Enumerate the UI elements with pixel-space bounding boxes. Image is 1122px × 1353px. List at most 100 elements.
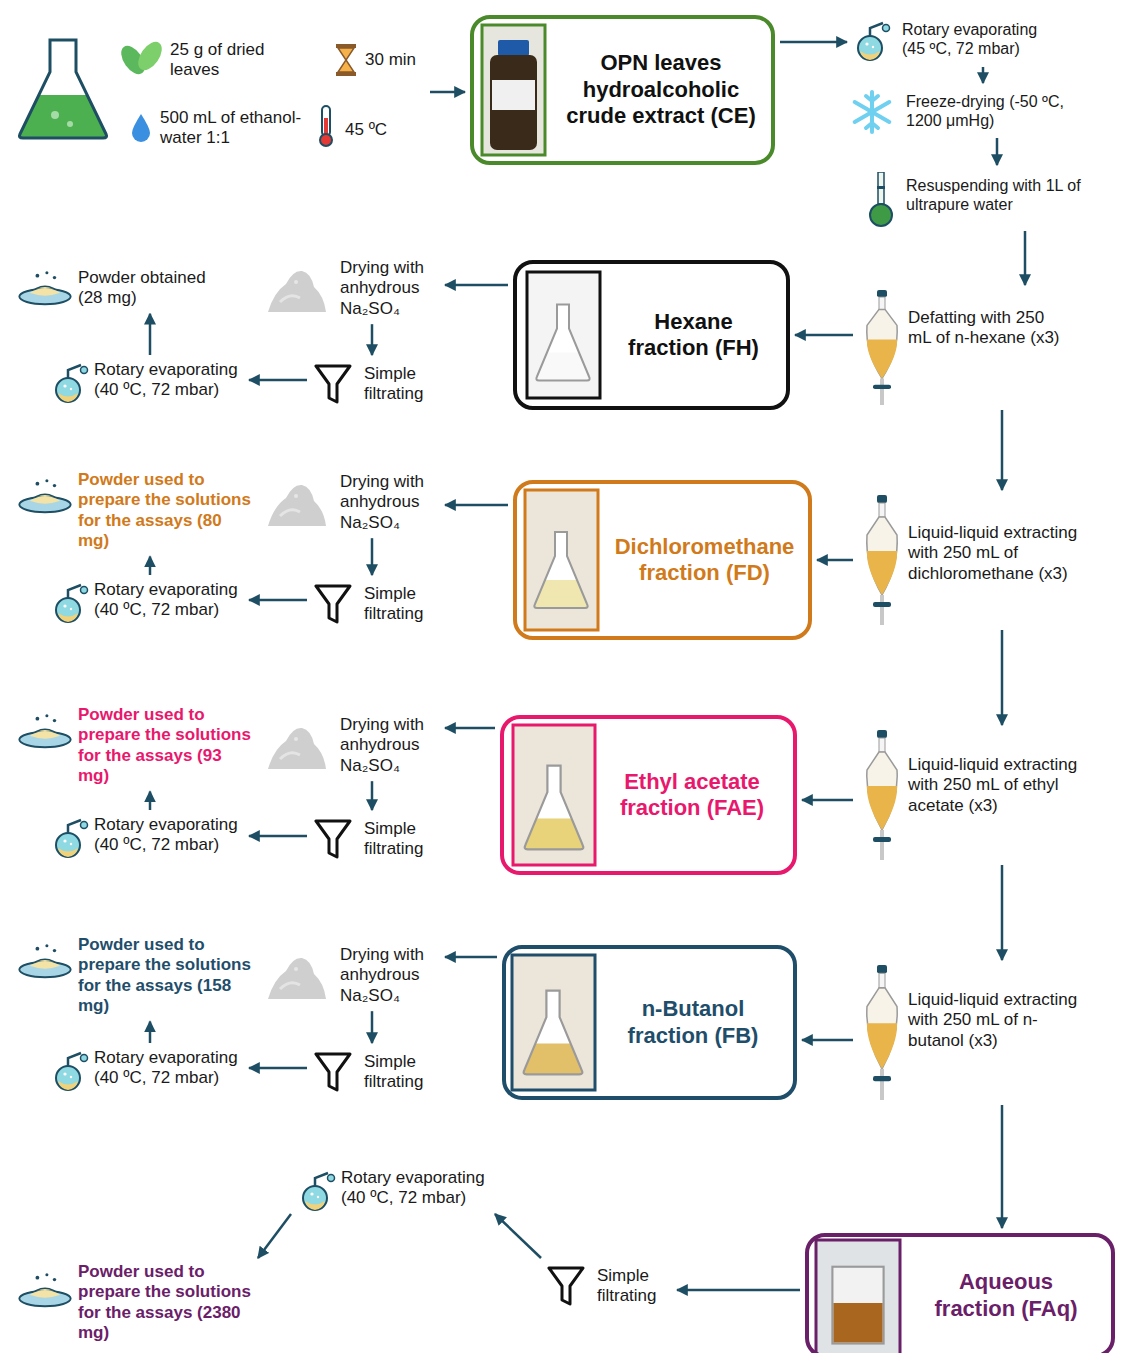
- fraction-box: Aqueous fraction (FAq): [805, 1233, 1115, 1353]
- process-step: Liquid-liquid extracting with 250 mL of …: [858, 495, 1083, 625]
- fraction-title: Hexane fraction (FH): [624, 309, 764, 362]
- flask-photo: [524, 991, 583, 1075]
- step-label: Powder used to prepare the solutions for…: [78, 935, 254, 1017]
- filter-funnel-icon: [549, 1268, 583, 1304]
- powder-dish-icon: [19, 1273, 70, 1306]
- process-step: Freeze-drying (-50 ºC, 1200 μmHg): [848, 88, 1071, 133]
- fraction-title: OPN leaves hydroalcoholic crude extract …: [561, 50, 761, 129]
- bubble: [67, 121, 73, 127]
- flow-arrow: [1024, 231, 1027, 285]
- separatory-funnel-icon: [867, 290, 897, 405]
- rotary-evaporator-icon: [56, 585, 88, 622]
- process-step: Simple filtrating: [312, 360, 439, 405]
- process-step: Rotary evaporating (45 ºC, 72 mbar): [852, 18, 1052, 62]
- fraction-box: Dichloromethane fraction (FD): [513, 480, 812, 640]
- step-label: Rotary evaporating (40 ºC, 72 mbar): [94, 580, 244, 621]
- step-label: Rotary evaporating (40 ºC, 72 mbar): [94, 360, 244, 401]
- process-step: Rotary evaporating (40 ºC, 72 mbar): [48, 1048, 244, 1090]
- step-label: Simple filtrating: [364, 584, 439, 625]
- flow-arrow: [802, 799, 853, 802]
- filter-funnel-icon: [316, 366, 350, 402]
- step-label: 500 mL of ethanol-water 1:1: [160, 108, 302, 149]
- separatory-funnel-icon: [867, 730, 897, 860]
- fraction-box: Ethyl acetate fraction (FAE): [500, 715, 797, 875]
- flow-arrow: [371, 781, 374, 810]
- powder-pile-icon: [268, 485, 326, 526]
- process-step: Powder used to prepare the solutions for…: [16, 705, 254, 787]
- bottle-cap: [498, 40, 529, 56]
- flask-liquid: [19, 95, 106, 138]
- process-step: Powder obtained (28 mg): [16, 268, 228, 309]
- flow-arrow: [495, 1214, 541, 1258]
- thermometer-bulb: [320, 134, 332, 146]
- flow-arrow: [445, 727, 495, 730]
- process-step: Drying with anhydrous Na₂SO₄: [262, 472, 440, 533]
- input-group: 25 g of dried leaves 30 min 500 mL of etha…: [10, 20, 425, 150]
- step-label: Drying with anhydrous Na₂SO₄: [340, 472, 440, 533]
- process-step: Rotary evaporating (40 ºC, 72 mbar): [48, 580, 244, 622]
- flow-arrow: [258, 1214, 291, 1258]
- flow-arrow: [371, 538, 374, 575]
- flow-arrow: [817, 559, 853, 562]
- powder-pile-icon: [268, 958, 326, 999]
- fraction-title: Ethyl acetate fraction (FAE): [615, 769, 770, 822]
- flow-arrow: [430, 91, 465, 94]
- process-step: Powder used to prepare the solutions for…: [16, 1262, 254, 1344]
- beaker-photo: [832, 1267, 883, 1344]
- flask-photo: [534, 532, 587, 608]
- process-step: Drying with anhydrous Na₂SO₄: [262, 258, 440, 319]
- step-label: Simple filtrating: [364, 364, 439, 405]
- process-step: Simple filtrating: [545, 1262, 672, 1307]
- powder-dish-icon: [19, 714, 70, 747]
- flow-arrow: [982, 67, 985, 83]
- filter-funnel-icon: [316, 1054, 350, 1090]
- flow-arrow: [149, 557, 152, 575]
- flow-arrow: [249, 1067, 307, 1070]
- drop-icon: [132, 114, 150, 142]
- process-step: Drying with anhydrous Na₂SO₄: [262, 945, 440, 1006]
- flow-arrow: [1001, 1105, 1004, 1228]
- flask-photo: [525, 766, 584, 850]
- process-step: Drying with anhydrous Na₂SO₄: [262, 715, 440, 776]
- flow-arrow: [445, 504, 508, 507]
- rotary-evaporator-icon: [56, 820, 88, 857]
- process-step: Resuspending with 1L of ultrapure water: [858, 170, 1091, 226]
- photo-frame: [512, 955, 595, 1090]
- flow-arrow: [1001, 630, 1004, 725]
- step-label: Simple filtrating: [597, 1266, 672, 1307]
- flow-arrow: [1001, 410, 1004, 490]
- flask-body: [19, 40, 106, 138]
- step-label: 25 g of dried leaves: [170, 40, 290, 81]
- flow-arrow: [371, 1011, 374, 1043]
- photo-frame: [482, 25, 545, 155]
- leaf-icon: [133, 38, 166, 75]
- process-step: Defatting with 250 mL of n-hexane (x3): [858, 290, 1066, 405]
- filter-funnel-icon: [316, 586, 350, 622]
- process-step: Rotary evaporating (40 ºC, 72 mbar): [48, 815, 244, 857]
- process-step: Powder used to prepare the solutions for…: [16, 470, 254, 552]
- flow-arrow: [249, 599, 307, 602]
- powder-dish-icon: [19, 479, 70, 512]
- step-label: Powder used to prepare the solutions for…: [78, 1262, 254, 1344]
- process-step: Powder used to prepare the solutions for…: [16, 935, 254, 1017]
- separatory-funnel-icon: [867, 965, 897, 1100]
- snowflake-icon: [855, 92, 890, 132]
- volumetric-flask-icon: [870, 172, 892, 226]
- flow-arrow: [802, 1039, 853, 1042]
- step-label: Drying with anhydrous Na₂SO₄: [340, 715, 440, 776]
- step-label: Rotary evaporating (40 ºC, 72 mbar): [94, 815, 244, 856]
- filter-funnel-icon: [316, 821, 350, 857]
- step-label: Drying with anhydrous Na₂SO₄: [340, 945, 440, 1006]
- fraction-box: n-Butanol fraction (FB): [502, 945, 797, 1100]
- powder-pile-icon: [268, 271, 326, 312]
- flow-arrow: [149, 314, 152, 355]
- flow-arrow: [249, 835, 307, 838]
- step-label: Powder used to prepare the solutions for…: [78, 705, 254, 787]
- rotary-evaporator-icon: [56, 1053, 88, 1090]
- process-step: Simple filtrating: [312, 1048, 439, 1093]
- flask-photo: [536, 305, 589, 381]
- step-label: Rotary evaporating (40 ºC, 72 mbar): [94, 1048, 244, 1089]
- bottle: [490, 55, 537, 150]
- step-label: 30 min: [365, 50, 425, 70]
